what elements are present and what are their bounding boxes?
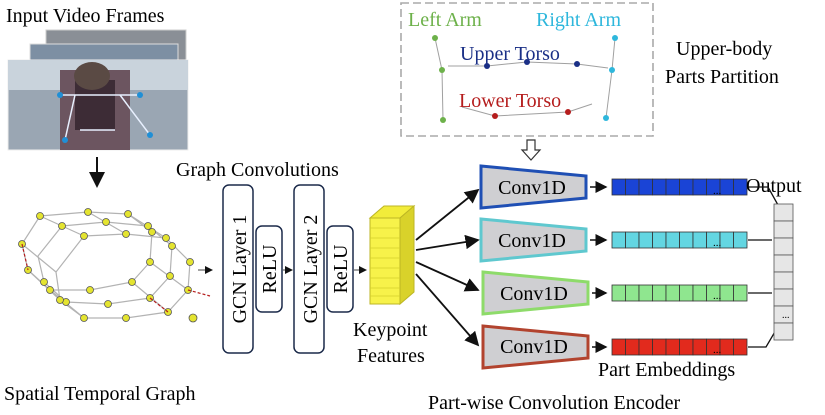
- embedding-bar-1: [611, 178, 748, 196]
- embedding-cell: [611, 284, 626, 302]
- left-arm-label: Left Arm: [408, 9, 482, 31]
- partition-down-arrow: [520, 139, 542, 161]
- output-cell: [773, 288, 794, 307]
- embedding-cell: [638, 178, 653, 196]
- embedding-cell: [733, 284, 748, 302]
- embedding-1-ellipsis: ...: [713, 185, 722, 197]
- right-arm-label: Right Arm: [536, 9, 621, 31]
- embedding-cell: [665, 338, 680, 356]
- embedding-cell: [611, 178, 626, 196]
- embedding-cell: [665, 284, 680, 302]
- conv1d-block-1: Conv1D: [479, 164, 588, 210]
- embedding-cell: [733, 338, 748, 356]
- output-cell: [773, 237, 794, 256]
- conv1d-3-label: Conv1D: [500, 283, 568, 305]
- embedding-cell: [733, 178, 748, 196]
- fanout-arrows: [415, 188, 480, 347]
- graph-temporal-links: [21, 243, 211, 313]
- embedding-4-ellipsis: ...: [713, 344, 722, 356]
- gcn-layer-2-label: GCN Layer 2: [300, 215, 322, 324]
- output-cell: [773, 254, 794, 273]
- relu-1-label: ReLU: [259, 244, 281, 293]
- graph-caption: Spatial Temporal Graph: [4, 383, 196, 405]
- embedding-cell: [692, 231, 707, 249]
- graph-keypoints: [18, 208, 198, 323]
- conv1d-1-label: Conv1D: [498, 177, 566, 199]
- gcn-layer-1-label: GCN Layer 1: [229, 215, 251, 324]
- relu-2-label: ReLU: [330, 244, 352, 293]
- embedding-cell: [719, 178, 734, 196]
- embedding-3-ellipsis: ...: [713, 290, 722, 302]
- embedding-to-output-connectors: [748, 186, 779, 348]
- embedding-bar-4: [611, 338, 748, 356]
- encoder-caption: Part-wise Convolution Encoder: [428, 392, 681, 414]
- embedding-cell: [611, 338, 626, 356]
- conv1d-4-label: Conv1D: [500, 336, 568, 358]
- output-cell: [773, 271, 794, 290]
- upper-torso-label: Upper Torso: [460, 43, 560, 65]
- embedding-cell: [625, 231, 640, 249]
- output-ellipsis: ...: [782, 310, 790, 321]
- keypoint-features-block: [368, 204, 416, 306]
- embedding-cell: [733, 231, 748, 249]
- embedding-cell: [692, 178, 707, 196]
- relu-1-box: [255, 225, 283, 313]
- part-embeddings-label: Part Embeddings: [598, 359, 735, 381]
- embedding-cell: [611, 231, 626, 249]
- partition-joints: [432, 35, 618, 123]
- output-label: Output: [746, 175, 802, 197]
- embedding-cell: [692, 338, 707, 356]
- partition-title-2: Parts Partition: [665, 66, 779, 88]
- embedding-cell: [638, 231, 653, 249]
- graph-convs-title: Graph Convolutions: [176, 159, 339, 181]
- keypoint-label: Keypoint: [353, 319, 428, 341]
- embedding-cell: [719, 231, 734, 249]
- embedding-cell: [665, 231, 680, 249]
- output-cell: [773, 322, 794, 341]
- conv1d-block-3: Conv1D: [481, 270, 590, 316]
- embedding-2-ellipsis: ...: [713, 237, 722, 249]
- embedding-cell: [625, 178, 640, 196]
- output-cell: [773, 203, 794, 222]
- embedding-cell: [625, 284, 640, 302]
- gcn-layer-1-box: [222, 184, 254, 354]
- embedding-cell: [652, 178, 667, 196]
- features-label: Features: [357, 345, 425, 367]
- input-frames-title: Input Video Frames: [6, 5, 165, 27]
- video-frames-stack: [7, 29, 189, 151]
- embedding-cell: [625, 338, 640, 356]
- output-vector: [773, 203, 794, 341]
- conv-to-embedding-arrows: [590, 181, 608, 353]
- embedding-cell: [665, 178, 680, 196]
- conv1d-2-label: Conv1D: [498, 230, 566, 252]
- embedding-cell: [652, 284, 667, 302]
- conv1d-block-2: Conv1D: [479, 217, 588, 263]
- embedding-cell: [719, 338, 734, 356]
- embedding-bar-2: [611, 231, 748, 249]
- lower-torso-label: Lower Torso: [459, 90, 561, 112]
- gcn-layer-2-box: [293, 184, 325, 354]
- embedding-cell: [652, 338, 667, 356]
- embedding-cell: [692, 284, 707, 302]
- embedding-cell: [638, 284, 653, 302]
- embedding-cell: [652, 231, 667, 249]
- relu-2-box: [326, 225, 354, 313]
- conv1d-block-4: Conv1D: [481, 324, 590, 370]
- output-cell: [773, 220, 794, 239]
- partition-title-1: Upper-body: [676, 38, 772, 60]
- embedding-cell: [679, 231, 694, 249]
- embedding-cell: [679, 338, 694, 356]
- embedding-cell: [679, 178, 694, 196]
- embedding-cell: [638, 338, 653, 356]
- embedding-bar-3: [611, 284, 748, 302]
- embedding-cell: [679, 284, 694, 302]
- embedding-cell: [719, 284, 734, 302]
